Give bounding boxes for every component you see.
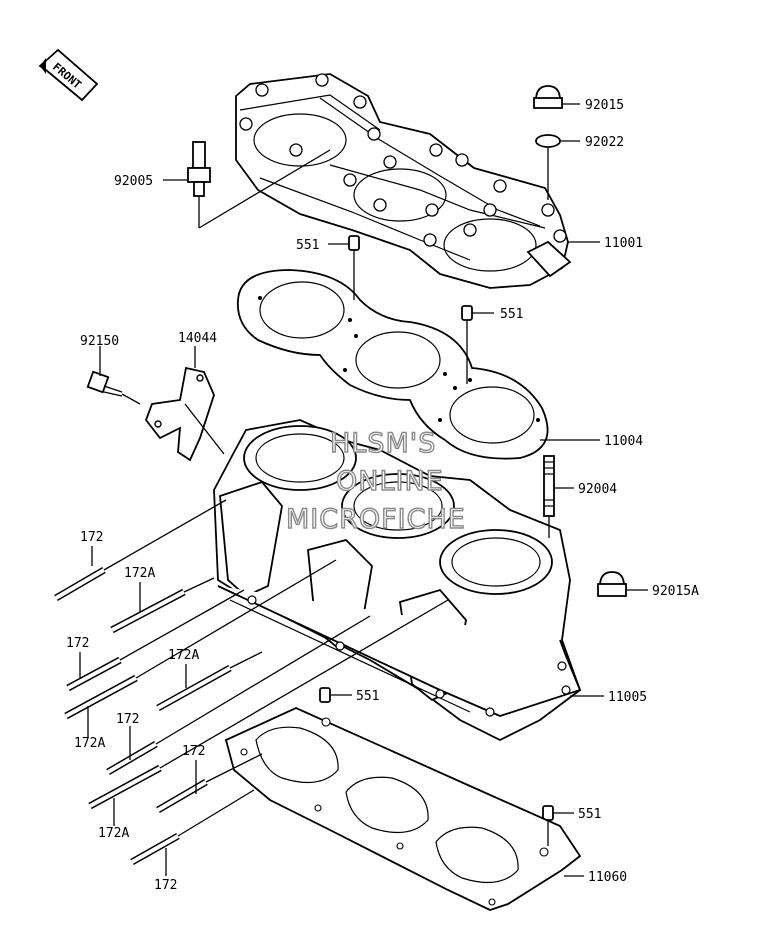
- label-551-d: 551: [578, 807, 601, 822]
- stud-172-2: [66, 656, 122, 692]
- nut-92015A: [597, 571, 627, 597]
- label-551-c: 551: [356, 689, 379, 704]
- label-172A-c: 172A: [74, 736, 105, 751]
- label-172A-d: 172A: [98, 826, 129, 841]
- stud-172A-1: [110, 588, 186, 634]
- fitting-92005: [187, 141, 211, 197]
- watermark: HLSM'S ONLINE MICROFICHE: [285, 427, 466, 535]
- watermark-line-2: ONLINE: [336, 466, 444, 497]
- stud-172A-4: [88, 764, 162, 810]
- watermark-line-1: HLSM'S: [330, 428, 436, 459]
- label-11060: 11060: [588, 870, 627, 885]
- bracket-14044: [144, 366, 215, 462]
- head-gasket: [236, 269, 549, 460]
- dowel-551-d: [542, 805, 554, 821]
- label-14044: 14044: [178, 331, 217, 346]
- label-551-a: 551: [296, 238, 319, 253]
- stud-92004: [543, 455, 555, 517]
- label-92005: 92005: [114, 174, 153, 189]
- label-92150: 92150: [80, 334, 119, 349]
- stud-172-3: [106, 740, 158, 776]
- label-172-c: 172: [116, 712, 139, 727]
- label-11001: 11001: [604, 236, 643, 251]
- nut-92015: [533, 85, 563, 109]
- dowel-551-b: [461, 305, 473, 321]
- label-172A-a: 172A: [124, 566, 155, 581]
- dowel-551-c: [319, 687, 331, 703]
- cylinder-head: [235, 73, 572, 289]
- label-11005: 11005: [608, 690, 647, 705]
- cylinder-block: [213, 419, 582, 742]
- leader-lines: [79, 103, 648, 877]
- watermark-line-3: MICROFICHE: [286, 504, 466, 535]
- stud-172A-2: [64, 674, 138, 720]
- stud-172-5: [130, 832, 180, 866]
- label-92022: 92022: [585, 135, 624, 150]
- washer-92022: [535, 134, 561, 148]
- label-92015A: 92015A: [652, 584, 699, 599]
- label-172-b: 172: [66, 636, 89, 651]
- stud-172A-3: [156, 664, 232, 712]
- label-172-e: 172: [154, 878, 177, 893]
- base-gasket: [224, 707, 582, 911]
- label-172A-b: 172A: [168, 648, 199, 663]
- stud-172-4: [156, 778, 208, 814]
- label-551-b: 551: [500, 307, 523, 322]
- bolt-92150: [86, 370, 123, 397]
- stud-172-1: [54, 566, 106, 602]
- label-11004: 11004: [604, 434, 643, 449]
- label-172-d: 172: [182, 744, 205, 759]
- label-92004: 92004: [578, 482, 617, 497]
- label-92015: 92015: [585, 98, 624, 113]
- front-arrow-icon: FRONT: [38, 48, 99, 102]
- label-172-a: 172: [80, 530, 103, 545]
- dowel-551-a: [348, 235, 360, 251]
